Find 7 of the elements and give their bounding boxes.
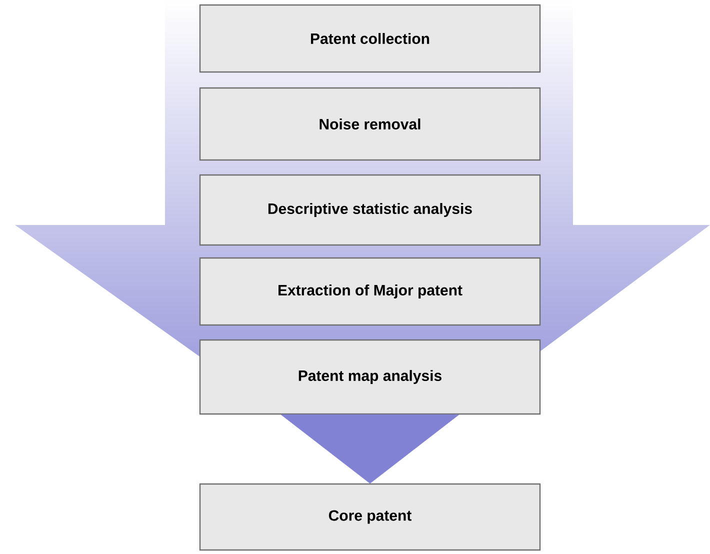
arrow bbox=[280, 414, 460, 484]
process-box: Patent collection bbox=[199, 4, 541, 73]
process-box: Noise removal bbox=[199, 87, 541, 161]
process-box: Core patent bbox=[199, 483, 541, 551]
process-box: Patent map analysis bbox=[199, 339, 541, 415]
process-box: Descriptive statistic analysis bbox=[199, 174, 541, 246]
process-box: Extraction of Major patent bbox=[199, 257, 541, 326]
